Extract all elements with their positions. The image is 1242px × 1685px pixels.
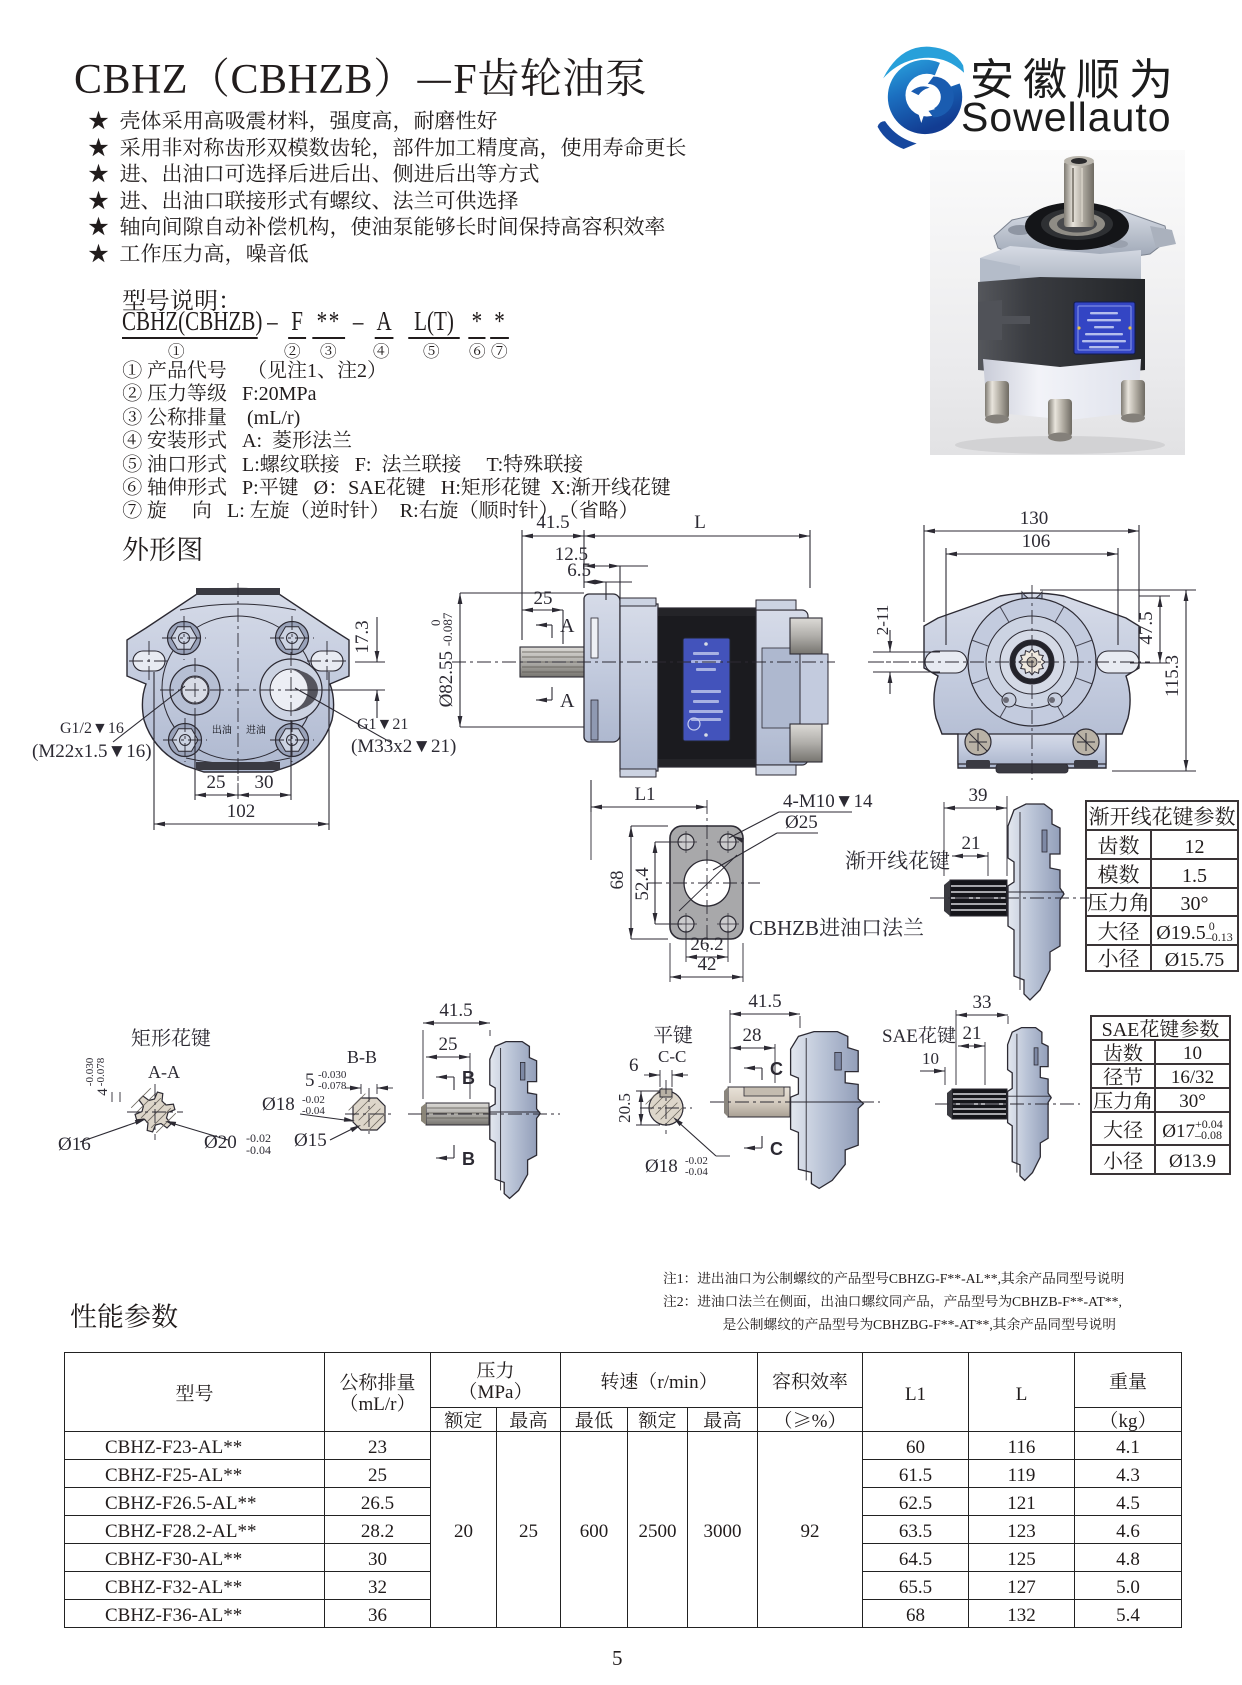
- svg-text:41.5: 41.5: [439, 1000, 472, 1021]
- svg-text:39: 39: [969, 785, 988, 806]
- svg-text:L1: L1: [634, 784, 655, 805]
- svg-text:-0.02: -0.02: [246, 1131, 271, 1145]
- svg-text:B-B: B-B: [347, 1047, 377, 1067]
- svg-text:68: 68: [607, 871, 628, 890]
- svg-text:12.5: 12.5: [555, 544, 588, 565]
- svg-text:6: 6: [629, 1055, 639, 1076]
- svg-text:-0.078: -0.078: [95, 1057, 107, 1086]
- svg-text:平键: 平键: [653, 1025, 693, 1047]
- svg-text:-0.078: -0.078: [318, 1080, 347, 1092]
- svg-text:A: A: [560, 690, 575, 712]
- svg-text:5: 5: [305, 1070, 315, 1091]
- svg-text:Ø82.55 -0.087: Ø82.55 -0.087: [436, 612, 457, 707]
- svg-text:Ø20: Ø20: [204, 1132, 237, 1153]
- svg-text:102: 102: [227, 801, 256, 822]
- svg-text:0: 0: [428, 620, 443, 627]
- svg-text:A: A: [560, 615, 575, 637]
- svg-text:115.3: 115.3: [1162, 655, 1183, 697]
- svg-text:41.5: 41.5: [748, 991, 781, 1012]
- svg-text:2-11: 2-11: [873, 605, 892, 636]
- svg-text:-0.02: -0.02: [685, 1155, 708, 1167]
- svg-text:C: C: [770, 1059, 783, 1079]
- svg-text:6.5: 6.5: [567, 560, 591, 581]
- svg-text:-0.04: -0.04: [302, 1105, 325, 1117]
- svg-text:CBHZB进油口法兰: CBHZB进油口法兰: [749, 916, 924, 940]
- svg-text:52.4: 52.4: [632, 867, 653, 901]
- svg-text:SAE花键: SAE花键: [882, 1025, 956, 1047]
- svg-text:106: 106: [1022, 531, 1051, 552]
- svg-text:G1/2▼16: G1/2▼16: [60, 720, 124, 737]
- svg-text:42: 42: [698, 954, 717, 975]
- svg-text:17.3: 17.3: [352, 620, 373, 653]
- svg-text:21: 21: [962, 833, 981, 854]
- svg-text:10: 10: [922, 1049, 939, 1068]
- svg-text:41.5: 41.5: [536, 512, 569, 533]
- svg-text:C-C: C-C: [658, 1047, 686, 1066]
- svg-text:28: 28: [743, 1025, 762, 1046]
- svg-text:B: B: [462, 1068, 475, 1088]
- svg-text:130: 130: [1020, 508, 1049, 529]
- svg-text:(M22x1.5▼16): (M22x1.5▼16): [32, 741, 152, 762]
- svg-text:G1▼21: G1▼21: [357, 716, 408, 733]
- svg-text:26.2: 26.2: [690, 934, 723, 955]
- svg-text:-0.02: -0.02: [302, 1094, 325, 1106]
- svg-text:-0.030: -0.030: [84, 1057, 96, 1086]
- svg-text:25: 25: [207, 772, 226, 793]
- svg-text:(M33x2▼21): (M33x2▼21): [351, 736, 456, 757]
- svg-text:20.5: 20.5: [615, 1093, 634, 1123]
- svg-text:B: B: [462, 1149, 475, 1169]
- svg-text:25: 25: [439, 1034, 458, 1055]
- svg-text:-0.04: -0.04: [685, 1166, 708, 1178]
- svg-text:-0.030: -0.030: [318, 1069, 347, 1081]
- svg-text:25: 25: [534, 588, 553, 609]
- svg-text:C: C: [770, 1139, 783, 1159]
- svg-text:Ø18: Ø18: [645, 1156, 678, 1177]
- svg-text:矩形花键: 矩形花键: [131, 1027, 211, 1050]
- svg-text:4: 4: [95, 1088, 111, 1096]
- svg-text:21: 21: [963, 1023, 982, 1044]
- svg-text:Ø15: Ø15: [294, 1130, 327, 1151]
- svg-text:Ø16: Ø16: [58, 1134, 91, 1155]
- svg-text:30: 30: [255, 772, 274, 793]
- svg-text:进油: 进油: [246, 724, 266, 736]
- svg-text:33: 33: [973, 992, 992, 1013]
- svg-text:Ø18: Ø18: [262, 1094, 295, 1115]
- svg-text:渐开线花键: 渐开线花键: [845, 849, 950, 873]
- svg-text:Ø25: Ø25: [785, 812, 818, 833]
- svg-text:-0.04: -0.04: [246, 1143, 271, 1157]
- svg-text:出油: 出油: [212, 724, 232, 736]
- svg-text:4-M10▼14: 4-M10▼14: [783, 791, 873, 812]
- svg-text:A-A: A-A: [148, 1062, 180, 1082]
- svg-text:L: L: [694, 512, 706, 533]
- svg-text:47.5: 47.5: [1136, 611, 1157, 644]
